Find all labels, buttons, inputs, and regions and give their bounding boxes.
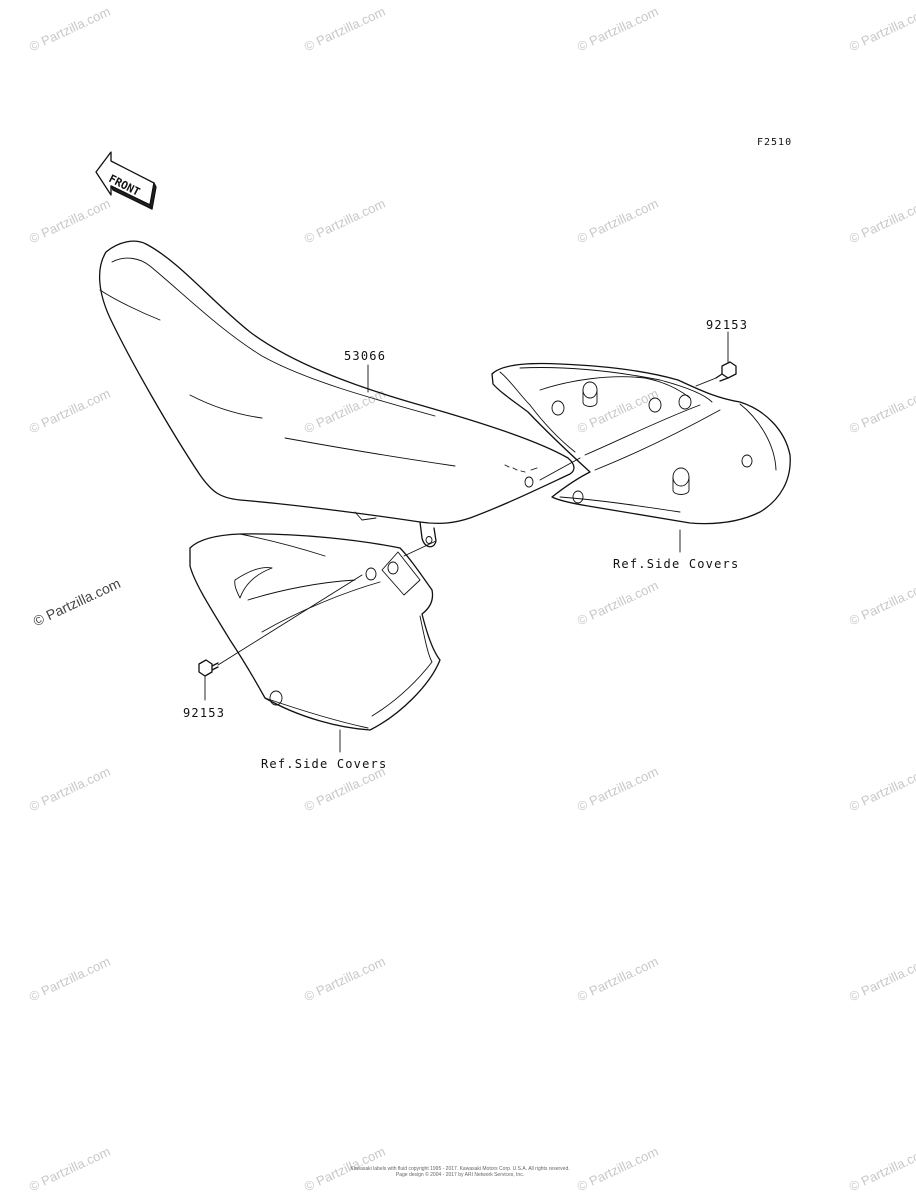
left-side-cover-part xyxy=(189,533,441,731)
leader-lines xyxy=(204,331,729,753)
bolt-upper-part xyxy=(715,361,737,382)
part-number-bolt-upper[interactable]: 92153 xyxy=(706,318,749,332)
seat-part xyxy=(98,240,575,548)
ref-side-covers-left[interactable]: Ref.Side Covers xyxy=(261,757,388,771)
copyright-footer: Kawasaki labels with fluid copyright 199… xyxy=(330,1166,590,1178)
front-arrow-icon: FRONT xyxy=(95,151,157,210)
part-number-seat[interactable]: 53066 xyxy=(344,349,387,363)
footer-line: Kawasaki labels with fluid copyright 199… xyxy=(350,1166,570,1172)
right-side-cover-part xyxy=(491,362,791,525)
part-number-bolt-lower[interactable]: 92153 xyxy=(183,706,226,720)
footer-line: Page design © 2004 - 2017 by ARI Network… xyxy=(395,1172,525,1178)
figure-code: F2510 xyxy=(757,137,793,148)
ref-side-covers-right[interactable]: Ref.Side Covers xyxy=(613,557,740,571)
bolt-lower-part xyxy=(198,659,219,677)
